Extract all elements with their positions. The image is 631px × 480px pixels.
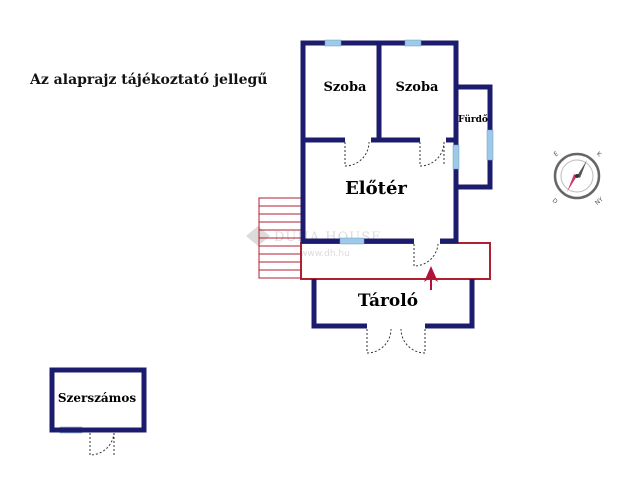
compass-letter-n: É <box>552 150 560 159</box>
doors <box>89 141 445 456</box>
compass-letter-w: NY <box>594 196 605 207</box>
entrance-arrow-icon <box>424 266 438 290</box>
stairs <box>258 197 302 279</box>
compass-letter-s: D <box>551 197 559 206</box>
room-label-furdo: Fürdő <box>458 114 488 125</box>
plan-disclaimer: Az alaprajz tájékoztató jellegű <box>30 72 268 88</box>
room-label-eloter: Előtér <box>345 178 407 199</box>
room-label-szoba-1: Szoba <box>324 80 368 95</box>
room-label-szerszamos: Szerszámos <box>58 391 136 405</box>
compass-icon: É K D NY <box>551 150 605 207</box>
room-label-szoba-2: Szoba <box>396 80 440 95</box>
watermark-url: www.dh.hu <box>300 249 350 259</box>
storage-walls <box>311 279 475 329</box>
house-walls <box>300 40 493 244</box>
tool-shed-walls <box>49 367 147 433</box>
room-label-tarolo: Tároló <box>358 291 418 311</box>
compass-letter-e: K <box>595 150 603 159</box>
watermark-logo-icon <box>246 226 270 246</box>
